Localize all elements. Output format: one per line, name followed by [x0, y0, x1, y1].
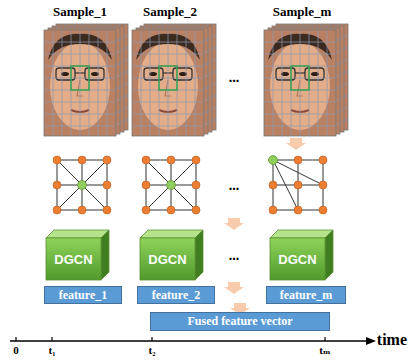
feature-box: feature_1: [44, 286, 122, 304]
ellipsis: ...: [229, 70, 240, 86]
node-text: DGCN: [278, 252, 316, 267]
dgcn-block: DGCN: [46, 238, 101, 280]
dgcn-block: DGCN: [270, 238, 325, 280]
axis-label: time: [377, 331, 407, 349]
time-tick: 0: [13, 344, 19, 356]
node-text: Fused feature vector: [187, 314, 292, 329]
ellipsis: ...: [229, 178, 240, 194]
node-text: feature_1: [59, 288, 107, 303]
feature-box: feature_m: [266, 286, 346, 304]
time-tick: t₂: [149, 344, 156, 356]
node-text: DGCN: [54, 252, 92, 267]
feature-box: feature_2: [137, 286, 215, 304]
sample-label: Sample_m: [273, 4, 332, 20]
time-tick: t₁: [49, 344, 56, 356]
node-text: feature_2: [152, 288, 200, 303]
time-tick: tₘ: [319, 344, 331, 357]
ellipsis: ...: [229, 248, 240, 264]
fused-feature-bar: Fused feature vector: [150, 312, 330, 331]
dgcn-block: DGCN: [140, 238, 195, 280]
sample-label: Sample_1: [53, 4, 107, 20]
sample-label: Sample_2: [143, 4, 197, 20]
node-text: DGCN: [148, 252, 186, 267]
node-text: feature_m: [280, 288, 332, 303]
